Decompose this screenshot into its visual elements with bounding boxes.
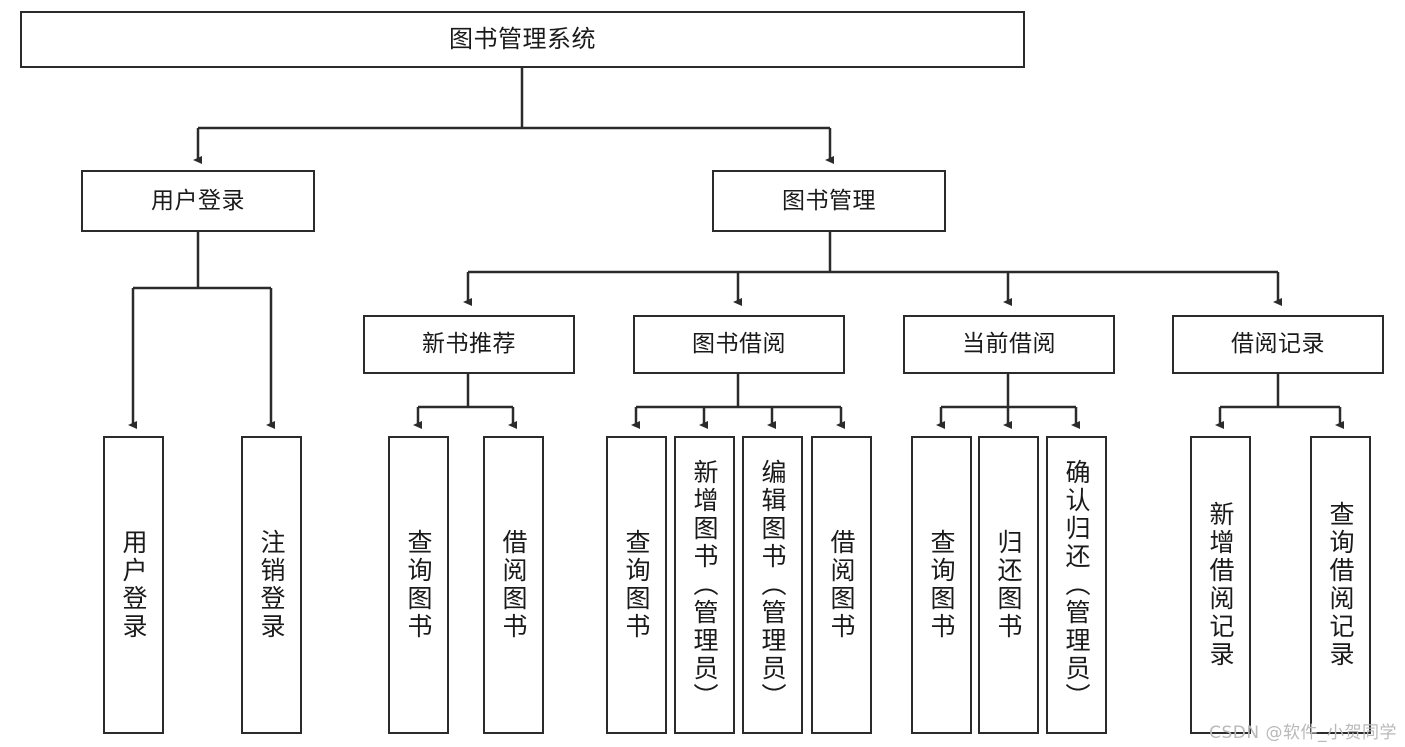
node-label: 当前借阅	[962, 331, 1056, 358]
watermark: CSDN @软件_小贺同学	[1209, 723, 1397, 743]
node-book-management[interactable]: 图书管理	[712, 170, 946, 232]
leaf-query-books-borrow[interactable]: 查询图书	[606, 436, 667, 734]
node-label: 新增图书（管理员）	[690, 459, 719, 711]
node-label: 查询图书	[404, 529, 433, 641]
node-label: 图书借阅	[692, 331, 786, 358]
leaf-logout[interactable]: 注销登录	[241, 436, 302, 734]
node-borrow-records[interactable]: 借阅记录	[1172, 315, 1384, 374]
node-label: 图书管理系统	[449, 24, 596, 53]
leaf-borrow-books[interactable]: 借阅图书	[811, 436, 872, 734]
leaf-confirm-return-admin[interactable]: 确认归还（管理员）	[1046, 436, 1107, 734]
node-root-book-management-system[interactable]: 图书管理系统	[20, 11, 1025, 68]
node-label: 新书推荐	[422, 331, 516, 358]
node-label: 查询图书	[622, 529, 651, 641]
leaf-add-borrow-record[interactable]: 新增借阅记录	[1190, 436, 1251, 734]
node-label: 借阅图书	[827, 529, 856, 641]
node-label: 查询借阅记录	[1326, 501, 1355, 669]
node-user-login[interactable]: 用户登录	[81, 170, 315, 232]
node-label: 注销登录	[257, 529, 286, 641]
node-label: 图书管理	[782, 187, 876, 214]
node-label: 借阅图书	[499, 529, 528, 641]
node-label: 用户登录	[151, 187, 245, 214]
node-label: 归还图书	[994, 529, 1023, 641]
leaf-query-books-recommend[interactable]: 查询图书	[388, 436, 449, 734]
node-label: 确认归还（管理员）	[1062, 459, 1091, 711]
node-new-book-recommendation[interactable]: 新书推荐	[363, 315, 575, 374]
node-label: 借阅记录	[1231, 331, 1325, 358]
node-label: 用户登录	[119, 529, 148, 641]
leaf-return-books[interactable]: 归还图书	[978, 436, 1039, 734]
node-label: 新增借阅记录	[1206, 501, 1235, 669]
leaf-query-books-current[interactable]: 查询图书	[911, 436, 972, 734]
node-label: 编辑图书（管理员）	[758, 459, 787, 711]
leaf-edit-book-admin[interactable]: 编辑图书（管理员）	[742, 436, 803, 734]
leaf-query-borrow-record[interactable]: 查询借阅记录	[1310, 436, 1371, 734]
leaf-borrow-books-recommend[interactable]: 借阅图书	[483, 436, 544, 734]
leaf-add-book-admin[interactable]: 新增图书（管理员）	[674, 436, 735, 734]
leaf-user-login[interactable]: 用户登录	[103, 436, 164, 734]
node-current-borrowing[interactable]: 当前借阅	[903, 315, 1115, 374]
node-book-borrowing[interactable]: 图书借阅	[633, 315, 845, 374]
node-label: 查询图书	[927, 529, 956, 641]
